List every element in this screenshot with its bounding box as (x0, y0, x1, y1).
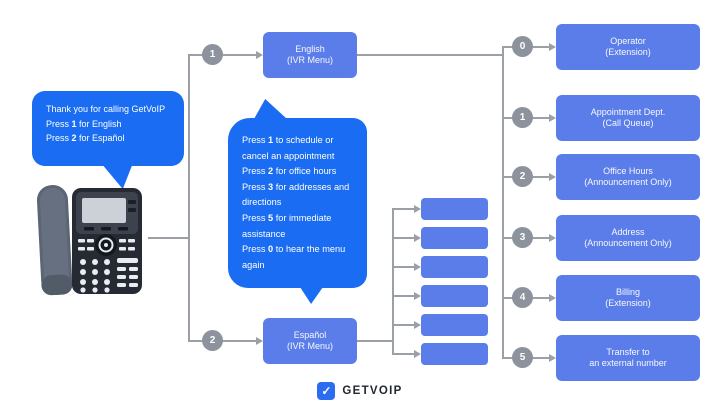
connector (392, 266, 416, 268)
node-title: Transfer to (606, 346, 650, 357)
keypress-circle-4: 4 (512, 287, 533, 308)
getvoip-check-icon: ✓ (317, 382, 336, 400)
connector (392, 208, 416, 210)
keypress-circle-2: 2 (512, 166, 533, 187)
node-billing: Billing (Extension) (556, 275, 700, 321)
desk-phone-illustration (36, 185, 142, 296)
node-espanol-ivr-menu: Español (IVR Menu) (263, 318, 357, 364)
keypress-circle-2: 2 (202, 330, 223, 351)
connector (392, 237, 416, 239)
arrowhead-icon (549, 353, 556, 362)
arrowhead-icon (256, 336, 263, 345)
branch-english: 1 English (IVR Menu) (188, 32, 358, 78)
connector (392, 353, 416, 355)
connector (357, 54, 503, 56)
keypress-circle-3: 3 (512, 227, 533, 248)
node-subtitle: (IVR Menu) (286, 55, 333, 65)
connector (392, 324, 416, 326)
destination-row-appointment: 1 Appointment Dept. (Call Queue) (502, 95, 702, 141)
destination-row-transfer: 5 Transfer to an external number (502, 335, 702, 381)
greeting-line: Thank you for calling GetVoIP (46, 104, 166, 114)
node-title: Billing (615, 286, 640, 297)
connector (188, 55, 190, 342)
spanish-submenu-node (421, 198, 488, 220)
menu-option-0: Press 0 to hear the menu again (242, 244, 346, 270)
connector (188, 54, 258, 56)
node-subtitle: (Announcement Only) (584, 177, 672, 187)
ivr-menu-prompt-bubble: Press 1 to schedule or cancel an appoint… (228, 118, 367, 288)
node-subtitle: (Call Queue) (602, 118, 654, 128)
node-title: Appointment Dept. (590, 106, 666, 117)
connector (148, 237, 189, 239)
submenu-row (392, 343, 492, 365)
menu-bubble-tail-top (254, 99, 287, 119)
destination-row-billing: 4 Billing (Extension) (502, 275, 702, 321)
greeting-option-1: Press 1 for English (46, 118, 122, 129)
arrowhead-icon (549, 293, 556, 302)
arrowhead-icon (549, 233, 556, 242)
spanish-submenu-node (421, 314, 488, 336)
keypress-circle-1: 1 (202, 44, 223, 65)
node-title: Address (611, 226, 645, 237)
connector (392, 295, 416, 297)
greeting-option-2: Press 2 for Español (46, 133, 125, 143)
node-subtitle: (IVR Menu) (286, 341, 333, 351)
destination-row-office-hours: 2 Office Hours (Announcement Only) (502, 154, 702, 200)
arrowhead-icon (414, 349, 421, 358)
spanish-submenu-node (421, 227, 488, 249)
keypress-circle-0: 0 (512, 36, 533, 57)
node-subtitle: (Extension) (605, 47, 651, 57)
node-title: Office Hours (603, 165, 653, 176)
arrowhead-icon (414, 320, 421, 329)
menu-option-5: Press 5 for immediate assistance (242, 212, 332, 239)
menu-option-2: Press 2 for office hours (242, 166, 337, 177)
getvoip-logo-text: GETVOIP (342, 385, 403, 397)
menu-option-1: Press 1 to schedule or cancel an appoint… (242, 135, 335, 161)
connector (188, 340, 258, 342)
node-transfer-external: Transfer to an external number (556, 335, 700, 381)
arrowhead-icon (549, 113, 556, 122)
connector (357, 340, 393, 342)
connector (392, 208, 394, 355)
node-operator: Operator (Extension) (556, 24, 700, 70)
keypress-circle-1: 1 (512, 107, 533, 128)
arrowhead-icon (256, 50, 263, 59)
arrowhead-icon (414, 291, 421, 300)
getvoip-logo: ✓ GETVOIP (0, 382, 720, 400)
submenu-row (392, 256, 492, 278)
spanish-submenu-node (421, 343, 488, 365)
arrowhead-icon (414, 262, 421, 271)
spanish-submenu-node (421, 256, 488, 278)
node-subtitle: (Extension) (605, 298, 651, 308)
submenu-row (392, 198, 492, 220)
node-english-ivr-menu: English (IVR Menu) (263, 32, 357, 78)
branch-espanol: 2 Español (IVR Menu) (188, 318, 358, 364)
keypress-circle-5: 5 (512, 347, 533, 368)
node-title: Español (293, 329, 327, 340)
submenu-row (392, 285, 492, 307)
node-title: Operator (610, 35, 646, 46)
menu-bubble-tail-bottom (300, 287, 323, 304)
destination-row-address: 3 Address (Announcement Only) (502, 215, 702, 261)
arrowhead-icon (414, 233, 421, 242)
node-appointment-dept: Appointment Dept. (Call Queue) (556, 95, 700, 141)
node-title: English (295, 43, 325, 54)
submenu-row (392, 314, 492, 336)
node-address: Address (Announcement Only) (556, 215, 700, 261)
spanish-submenu-node (421, 285, 488, 307)
submenu-row (392, 227, 492, 249)
connector (502, 46, 504, 359)
destination-row-operator: 0 Operator (Extension) (502, 24, 702, 70)
node-subtitle: an external number (589, 358, 667, 368)
arrowhead-icon (549, 172, 556, 181)
arrowhead-icon (414, 204, 421, 213)
node-subtitle: (Announcement Only) (584, 238, 672, 248)
arrowhead-icon (549, 42, 556, 51)
node-office-hours: Office Hours (Announcement Only) (556, 154, 700, 200)
caller-greeting-bubble: Thank you for calling GetVoIP Press 1 fo… (32, 91, 184, 166)
menu-option-3: Press 3 for addresses and directions (242, 181, 350, 208)
